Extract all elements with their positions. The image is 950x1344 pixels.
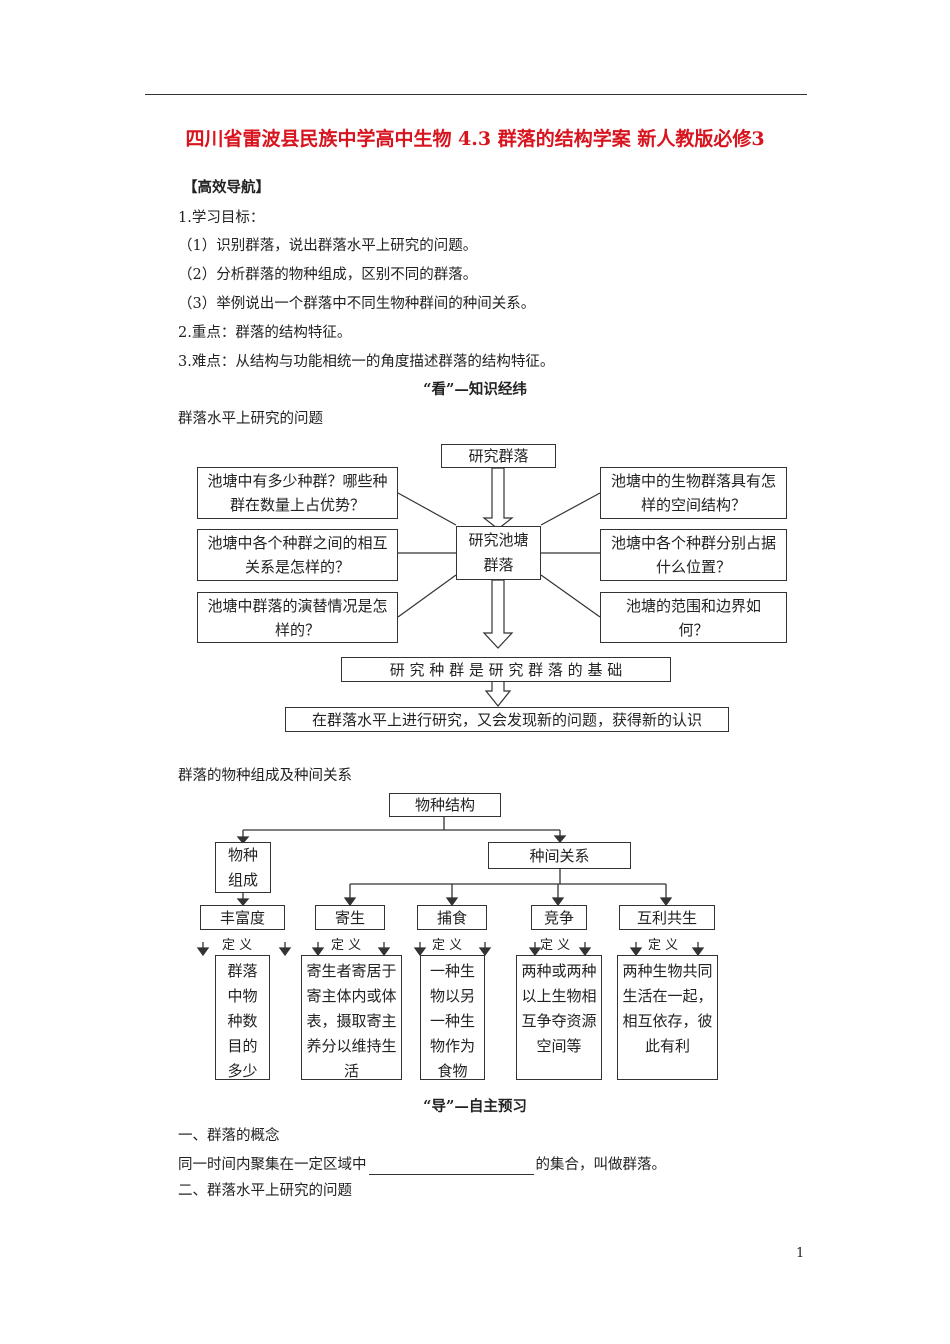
difficulty: 3.难点：从结构与功能相统一的角度描述群落的结构特征。	[178, 354, 555, 370]
box-population-basis: 研 究 种 群 是 研 究 群 落 的 基 础	[341, 657, 671, 682]
question-box-left: 池塘中有多少种群？哪些种群在数量上占优势？	[197, 467, 398, 519]
category-predation: 捕食	[417, 905, 487, 930]
question-box-right: 池塘的范围和边界如何？	[600, 592, 787, 643]
definition-label: 定 义	[648, 938, 679, 953]
definition-mutualism: 两种生物共同生活在一起，相互依存，彼此有利	[617, 955, 718, 1080]
question-box-right: 池塘中的生物群落具有怎样的空间结构？	[600, 467, 787, 519]
box-new-insights: 在群落水平上进行研究，又会发现新的问题，获得新的认识	[285, 707, 729, 732]
box-interspecific-relations: 种间关系	[488, 842, 631, 869]
objective-item: （2）分析群落的物种组成，区别不同的群落。	[178, 267, 478, 283]
definition-label: 定 义	[222, 938, 253, 953]
definition-label: 定 义	[331, 938, 362, 953]
category-parasitism: 寄生	[315, 905, 385, 930]
header-rule	[145, 94, 807, 95]
objectives-label: 1.学习目标：	[178, 210, 265, 226]
category-richness: 丰富度	[200, 905, 285, 930]
key-point: 2.重点：群落的结构特征。	[178, 325, 352, 341]
section-heading-look: “看”—知识经纬	[423, 381, 527, 398]
question-box-left: 池塘中各个种群之间的相互关系是怎样的？	[197, 529, 398, 581]
preview-q1-title: 一、群落的概念	[178, 1128, 280, 1144]
box-pond-community: 研究池塘群落	[456, 526, 541, 580]
category-mutualism: 互利共生	[619, 905, 715, 930]
box-species-composition: 物种组成	[215, 842, 271, 893]
definition-label: 定 义	[540, 938, 571, 953]
diagram2-caption: 群落的物种组成及种间关系	[178, 768, 352, 784]
definition-parasitism: 寄生者寄居于寄主体内或体表，摄取寄主养分以维持生活	[301, 955, 402, 1080]
fill-in-blank[interactable]	[368, 1160, 534, 1175]
objective-item: （1）识别群落，说出群落水平上研究的问题。	[178, 238, 478, 254]
preview-q2-title: 二、群落水平上研究的问题	[178, 1183, 352, 1199]
box-study-community: 研究群落	[441, 444, 556, 468]
box-species-structure: 物种结构	[389, 793, 501, 817]
definition-predation: 一种生物以另一种生物作为食物	[420, 955, 485, 1080]
definition-label: 定 义	[432, 938, 463, 953]
category-competition: 竞争	[531, 905, 587, 930]
page-number: 1	[796, 1246, 805, 1261]
objective-item: （3）举例说出一个群落中不同生物种群间的种间关系。	[178, 296, 536, 312]
section-heading-guide: “导”—自主预习	[423, 1098, 527, 1115]
preview-q1-sentence: 同一时间内聚集在一定区域中的集合，叫做群落。	[178, 1157, 666, 1175]
question-box-left: 池塘中群落的演替情况是怎样的？	[197, 592, 398, 643]
nav-heading: 【高效导航】	[183, 179, 270, 196]
definition-competition: 两种或两种以上生物相互争夺资源空间等	[516, 955, 602, 1080]
page-title: 四川省雷波县民族中学高中生物 4.3 群落的结构学案 新人教版必修3	[185, 128, 765, 150]
question-box-right: 池塘中各个种群分别占据什么位置？	[600, 529, 787, 581]
diagram1-caption: 群落水平上研究的问题	[178, 411, 323, 427]
definition-richness: 群落中物种数目的多少	[215, 955, 270, 1080]
